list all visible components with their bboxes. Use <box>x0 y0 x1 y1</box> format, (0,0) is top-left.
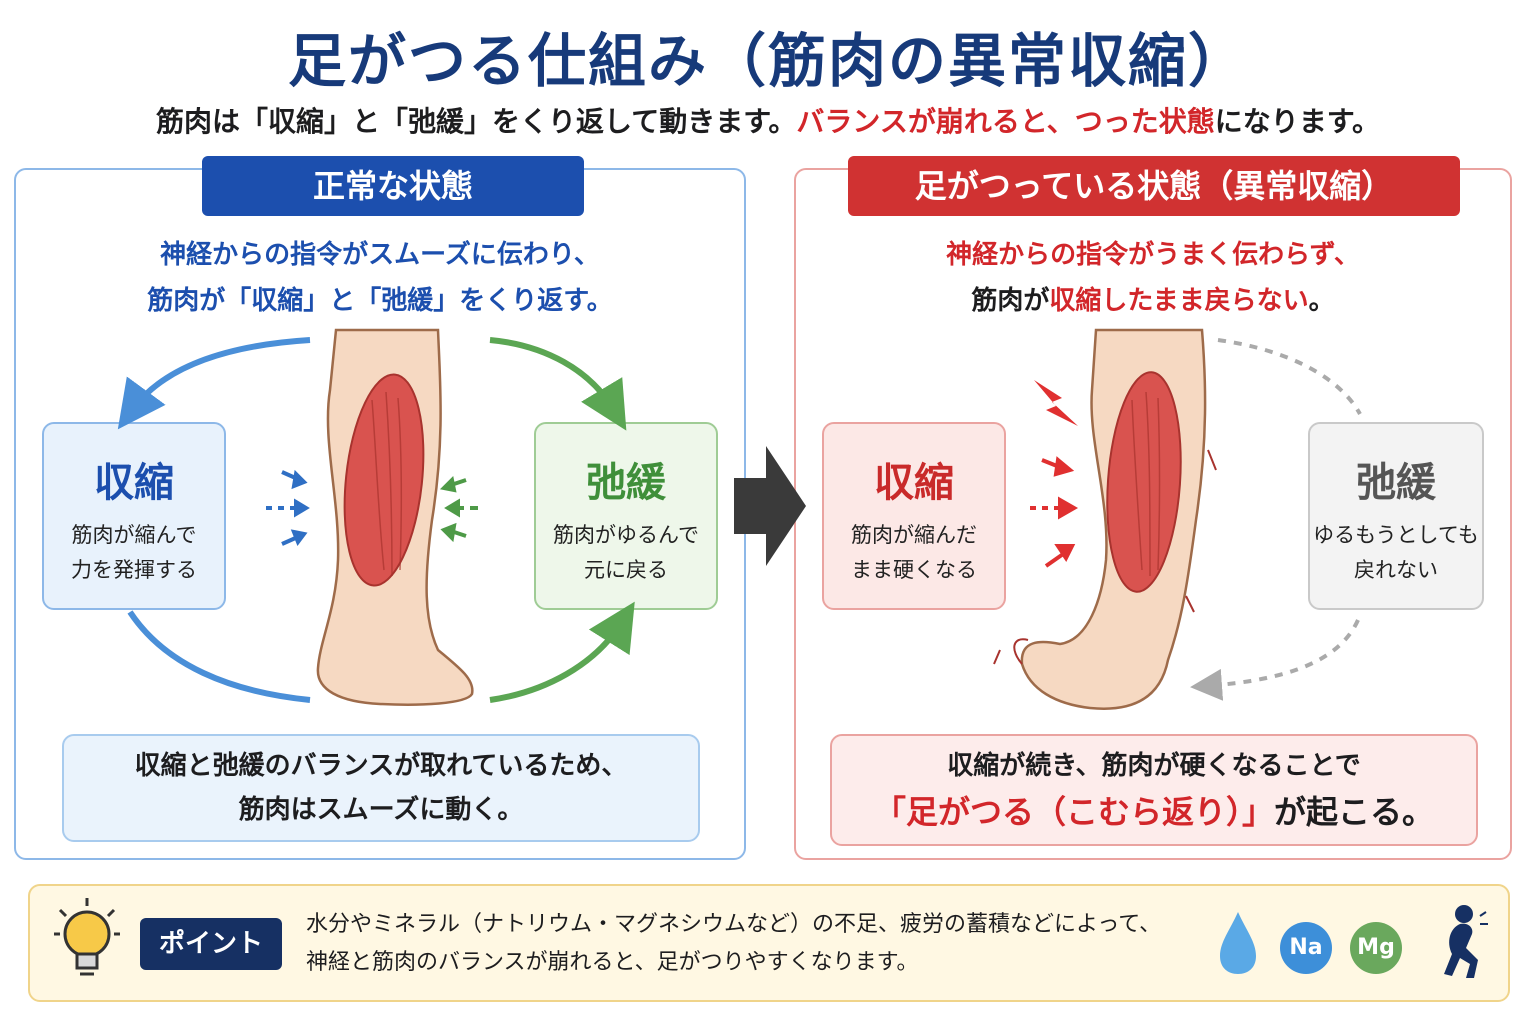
cramp-state-note: 収縮が続き、筋肉が硬くなることで 「足がつる（こむら返り）」が起こる。 <box>830 734 1478 846</box>
cramp-contraction-box: 収縮 筋肉が縮んだ まま硬くなる <box>822 422 1006 610</box>
water-drop-icon <box>1220 912 1256 974</box>
cramp-person-icon <box>1444 905 1488 978</box>
normal-relaxation-box: 弛緩 筋肉がゆるんで 元に戻る <box>534 422 718 610</box>
cramp-state-description: 神経からの指令がうまく伝わらず、 筋肉が収縮したまま戻らない。 <box>946 240 1360 316</box>
point-section: ポイント 水分やミネラル（ナトリウム・マグネシウムなど）の不足、疲労の蓄積などに… <box>28 884 1510 1002</box>
magnesium-badge: Mg <box>1350 922 1402 974</box>
sodium-badge: Na <box>1280 922 1332 974</box>
point-label: ポイント <box>140 918 282 970</box>
point-text: 水分やミネラル（ナトリウム・マグネシウムなど）の不足、疲労の蓄積などによって、 … <box>306 912 1162 975</box>
lightbulb-icon <box>54 898 120 976</box>
normal-contraction-box: 収縮 筋肉が縮んで 力を発揮する <box>42 422 226 610</box>
normal-state-panel: 正常な状態 神経からの指令がスムーズに伝わり、 筋肉が「収縮」と「弛緩」をくり返… <box>14 156 746 860</box>
normal-state-header: 正常な状態 <box>202 156 584 216</box>
cramp-state-header: 足がつっている状態（異常収縮） <box>848 156 1460 216</box>
page-subtitle: 筋肉は「収縮」と「弛緩」をくり返して動きます。バランスが崩れると、つった状態にな… <box>156 105 1380 138</box>
cramp-relaxation-box: 弛緩 ゆるもうとしても 戻れない <box>1308 422 1484 610</box>
normal-state-note: 収縮と弛緩のバランスが取れているため、 筋肉はスムーズに動く。 <box>62 734 700 842</box>
page-title: 足がつる仕組み（筋肉の異常収縮） <box>287 27 1248 95</box>
cramp-state-panel: 足がつっている状態（異常収縮） 神経からの指令がうまく伝わらず、 筋肉が収縮した… <box>794 156 1512 860</box>
normal-state-description: 神経からの指令がスムーズに伝わり、 筋肉が「収縮」と「弛緩」をくり返す。 <box>147 240 613 316</box>
